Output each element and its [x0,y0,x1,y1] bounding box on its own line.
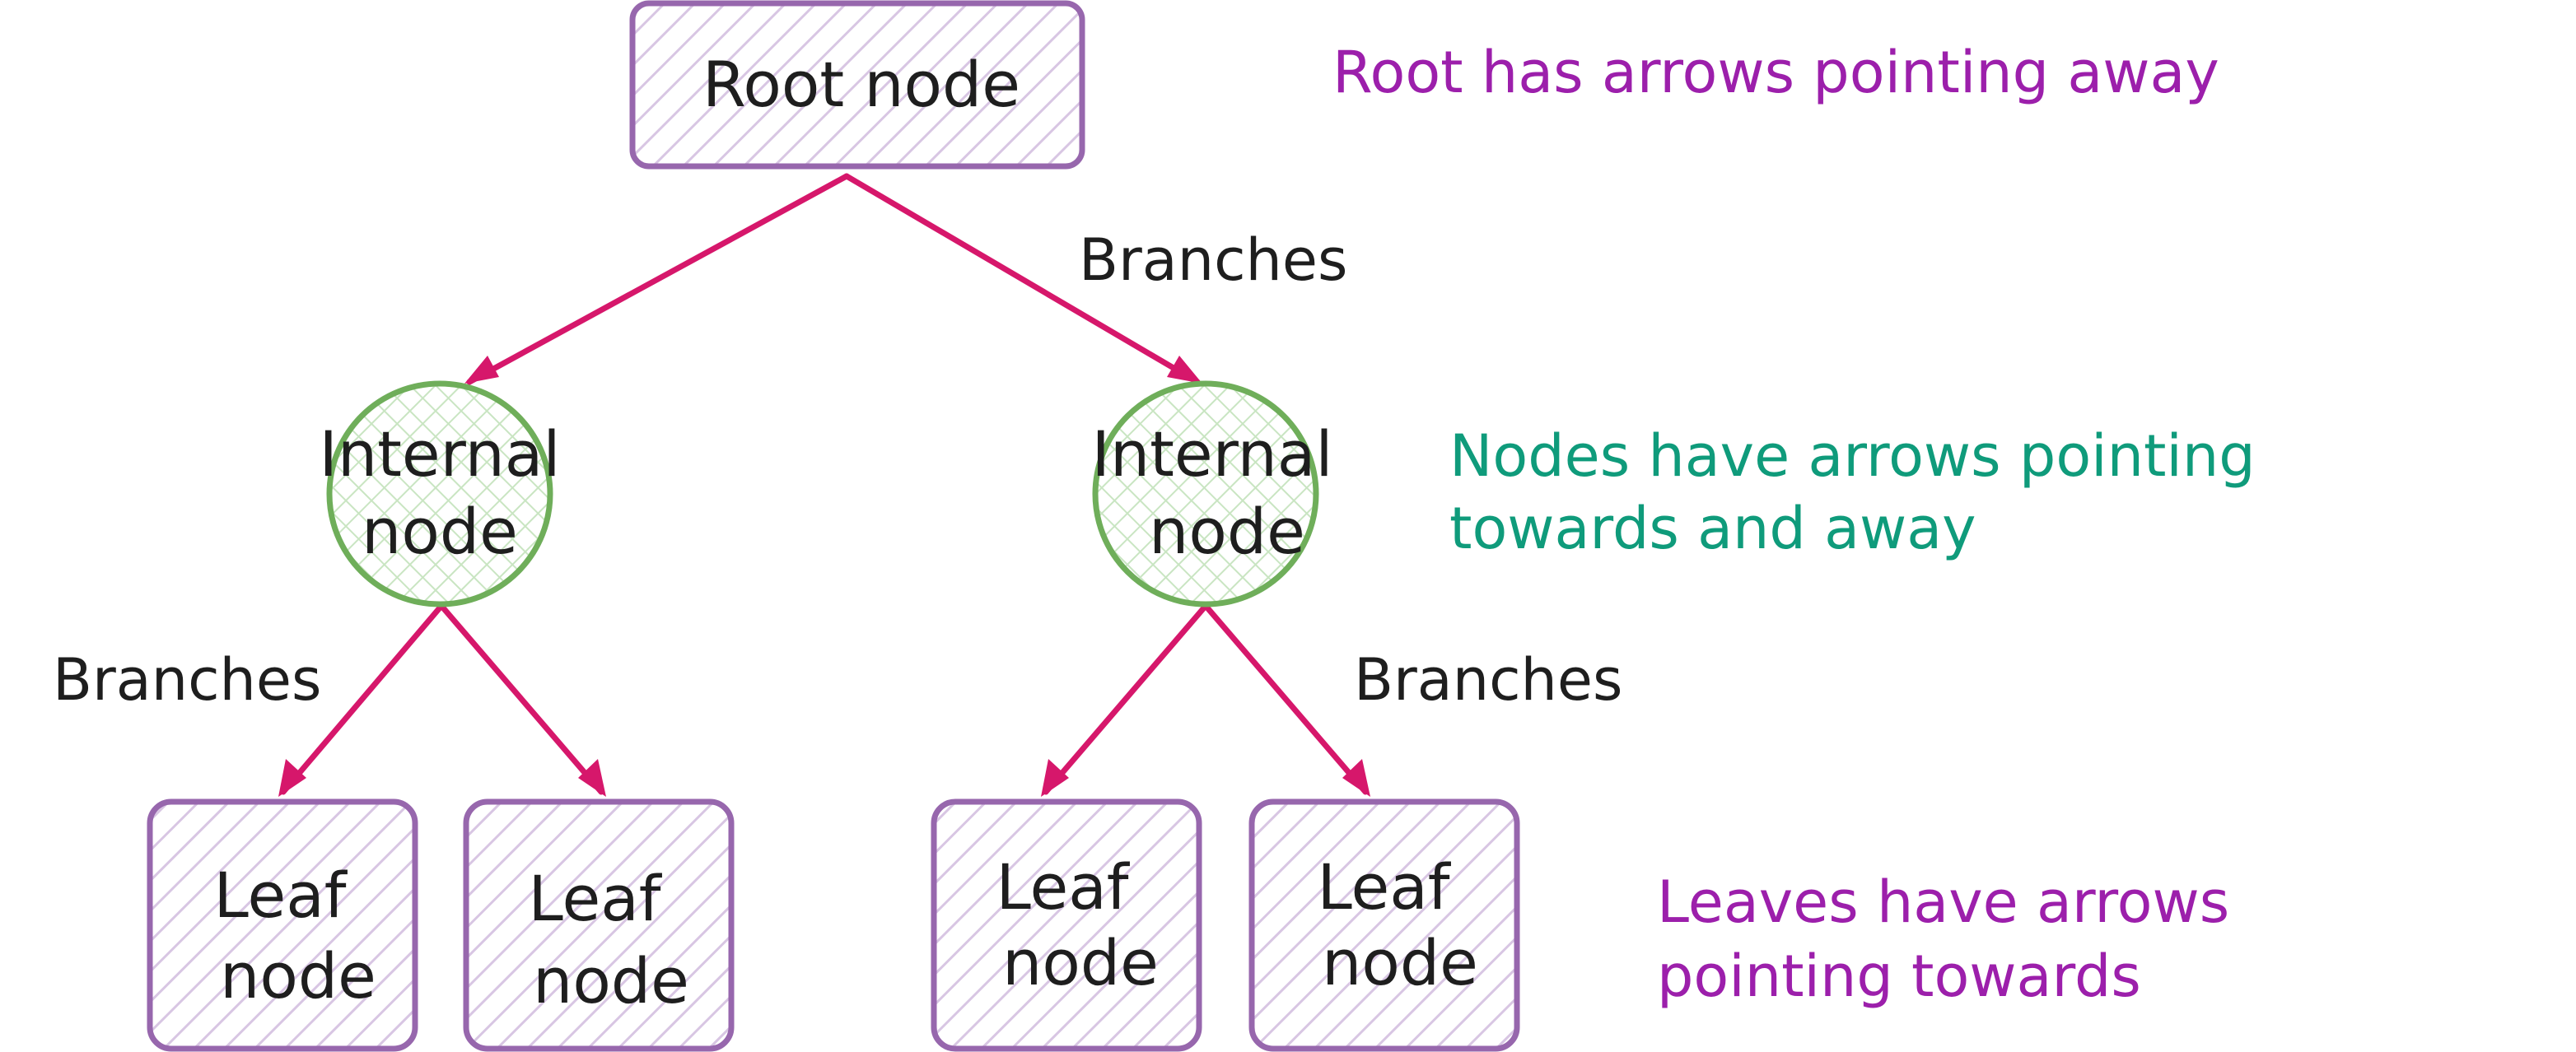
internal-node-right-line1: Internal [1092,417,1333,491]
leaf-node-1: Leaf node [147,798,418,1052]
edge-root-to-right-internal [843,173,1201,385]
leaf-node-2: Leaf node [463,798,735,1052]
leaf-note-line1: Leaves have arrows [1657,868,2229,936]
root-note: Root has arrows pointing away [1332,39,2219,106]
internal-node-left-line1: Internal [320,417,561,491]
arrowhead-right-internal [1167,356,1202,384]
root-node-label: Root node [702,48,1020,121]
arrowhead-leaf-2 [578,759,606,797]
edge-right-internal-to-leaf-4 [1202,603,1369,795]
arrowhead-leaf-4 [1342,759,1370,797]
internal-note-line1: Nodes have arrows pointing [1449,422,2256,490]
branch-label-right: Branches [1354,646,1622,714]
arrowhead-leaf-3 [1041,759,1069,797]
edge-left-internal-to-leaf-2 [438,603,604,795]
leaf-node-1-line1: Leaf [213,859,348,932]
internal-node-left-line2: node [362,495,518,568]
leaf-note-line2: pointing towards [1657,943,2141,1010]
internal-node-left: Internal node [320,380,561,607]
edge-left-internal-to-leaf-1 [280,603,445,795]
branch-label-left: Branches [53,646,321,714]
edges [278,173,1370,797]
leaf-node-3-line2: node [1002,926,1159,999]
leaf-node-2-line2: node [533,944,689,1017]
edge-root-to-left-internal [466,173,850,385]
internal-node-right-line2: node [1149,495,1305,568]
leaf-node-2-line1: Leaf [528,862,662,935]
edge-right-internal-to-leaf-3 [1043,603,1209,795]
leaf-node-4-line2: node [1322,926,1478,999]
arrowhead-leaf-1 [278,759,306,797]
internal-node-right: Internal node [1092,380,1333,607]
leaf-node-4: Leaf node [1248,798,1520,1052]
leaf-node-4-line1: Leaf [1317,850,1451,924]
leaf-node-3: Leaf node [931,798,1202,1052]
leaf-node-3-line1: Leaf [996,850,1130,924]
root-node: Root node [629,0,1085,170]
leaf-node-1-line2: node [220,939,376,1012]
arrowhead-left-internal [464,356,499,384]
branch-label-top: Branches [1079,226,1347,294]
internal-note-line2: towards and away [1449,495,1976,562]
